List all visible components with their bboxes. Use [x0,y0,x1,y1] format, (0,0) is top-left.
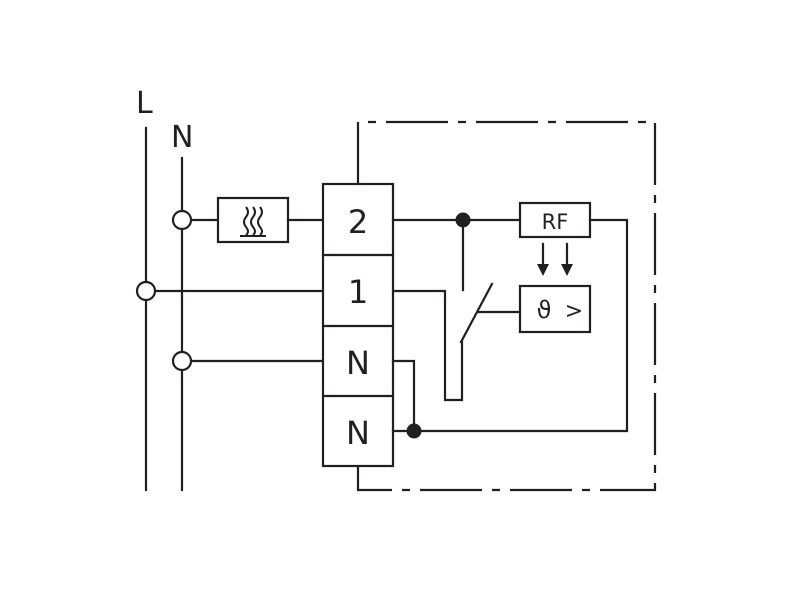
terminal-n2-label: N [346,414,370,452]
theta-symbol: ϑ [537,296,552,324]
down-arrow-icon [561,242,573,276]
down-arrow-icon [537,242,549,276]
wire-rf-to-tn2 [412,218,629,433]
terminal-block: 2 1 N N [321,182,395,468]
junction-neutral-tn [171,350,193,372]
junction-line-t1 [135,280,157,302]
rail-label-l: L [136,86,153,121]
rf-module-label: RF [542,210,569,234]
terminal-2-label: 2 [348,203,368,241]
terminal-1-label: 1 [348,273,368,311]
junction-neutral-heater [171,209,193,231]
enclosure-boundary [356,120,657,492]
rail-label-n: N [171,120,193,155]
wire-tn-bridge [391,359,416,433]
junction-n-bridge [406,423,422,439]
comparator-symbol: > [565,299,583,324]
wire-t1-to-switch [391,289,464,402]
temperature-controller [518,284,592,334]
terminal-n1-label: N [346,344,370,382]
heating-icon [240,206,266,237]
rf-module [518,201,592,239]
switch-blade [459,282,494,344]
